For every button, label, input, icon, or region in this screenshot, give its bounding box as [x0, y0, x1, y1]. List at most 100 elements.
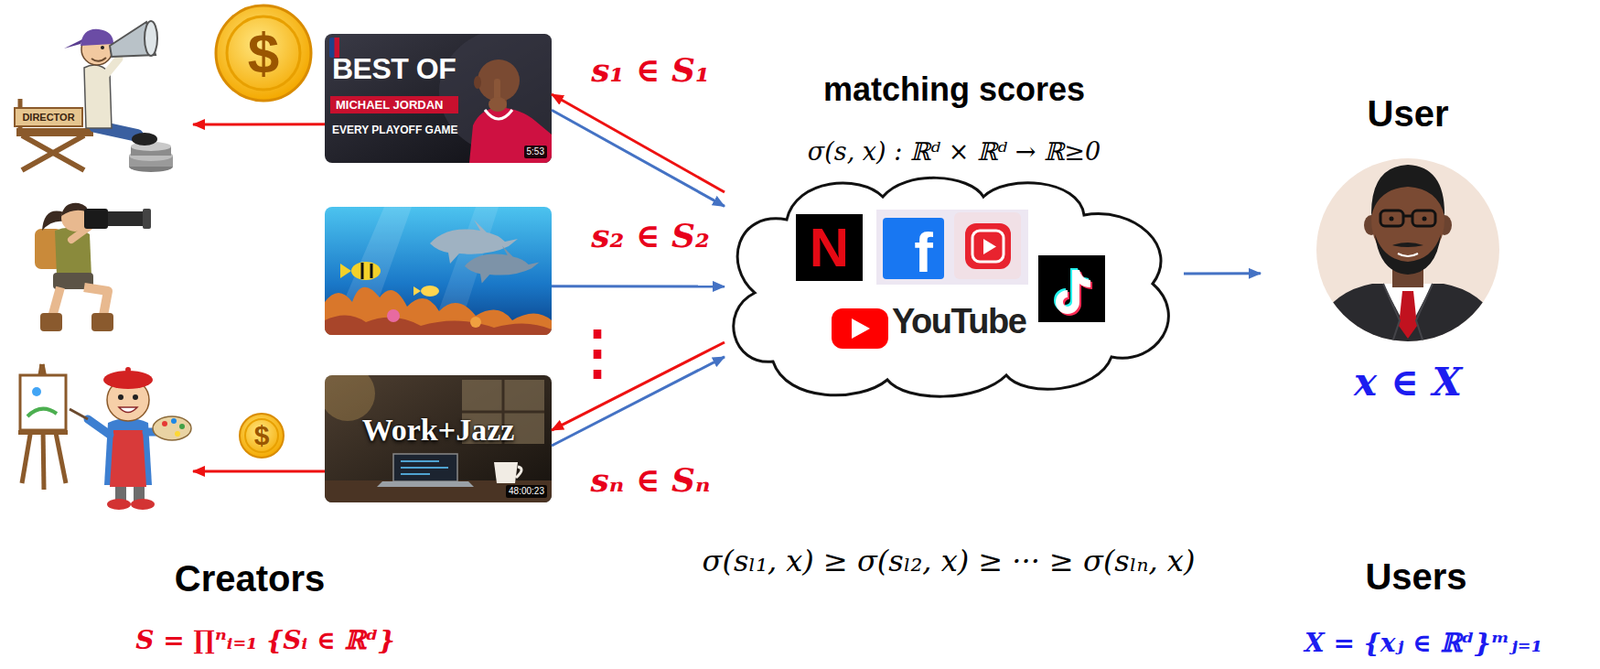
painter-illustration-part — [27, 408, 57, 417]
coin-icon — [215, 5, 312, 458]
strategy-label: s₂ ∈ S₂ — [590, 215, 710, 255]
painter-illustration-part — [118, 394, 124, 400]
red-arrow — [193, 469, 325, 473]
director-illustration-part — [16, 128, 94, 137]
painter-illustration-part — [152, 416, 192, 441]
user-avatar-part-part — [1383, 283, 1400, 348]
platform-cloud-picture-part — [972, 230, 1004, 262]
chair-lettering: DIRECTOR — [14, 107, 83, 127]
ocean-thumbnail-picture-part — [361, 262, 365, 280]
user-avatar — [1308, 158, 1508, 348]
user-heading: User — [1260, 92, 1556, 135]
ocean-thumbnail-picture-part — [370, 263, 374, 279]
painter-illustration-part — [171, 418, 177, 424]
painter-illustration-part — [32, 386, 42, 397]
video-thumbnail: BEST OF MICHAEL JORDAN EVERY PLAYOFF GAME 5… — [324, 33, 552, 163]
platform-cloud-picture-part — [733, 177, 1170, 397]
painter-illustration-part — [118, 407, 138, 413]
video-duration: 48:00:23 — [505, 484, 548, 498]
coin-icon-part — [226, 16, 301, 90]
creators-heading: Creators — [174, 557, 326, 600]
user-avatar-part-part — [1422, 216, 1428, 222]
ocean-thumbnail-picture-part — [324, 314, 552, 335]
coin-symbol: $ — [254, 420, 270, 451]
user-avatar-part-part — [1412, 210, 1436, 226]
basketball-thumbnail-picture-part — [477, 59, 520, 102]
platform-cloud-picture-part — [882, 217, 945, 280]
basketball-thumbnail-picture-part — [488, 96, 507, 112]
painter-illustration — [18, 364, 192, 510]
facebook-logo-letter: f — [882, 217, 945, 280]
ocean-thumbnail-picture-part — [413, 286, 421, 296]
user-avatar-part-part — [1389, 216, 1395, 222]
coin-symbol: $ — [247, 22, 280, 84]
painter-illustration-part — [103, 370, 153, 389]
basketball-thumbnail-picture-part — [469, 107, 552, 163]
video-duration: 5:53 — [524, 145, 548, 159]
thumbnail-title: Work+Jazz — [324, 411, 552, 449]
platform-cloud-picture-part — [983, 238, 997, 255]
creator-painter — [15, 352, 194, 516]
youtube-wordmark: YouTube — [891, 300, 1048, 342]
thumbnail-subtitle: EVERY PLAYOFF GAME — [332, 123, 470, 138]
coin-icon-part — [239, 413, 284, 458]
score-formula: σ(s, x) : ℝᵈ × ℝᵈ → ℝ≥0 — [724, 136, 1184, 168]
painter-illustration-part — [179, 423, 185, 430]
platform-cloud-picture-part — [831, 308, 889, 349]
strategy-label: s₁ ∈ S₁ — [590, 50, 710, 89]
ocean-thumbnail-picture-part — [324, 287, 552, 335]
director-illustration-part — [80, 29, 114, 46]
painter-illustration-part — [20, 375, 66, 430]
platform-cloud-picture-part — [954, 212, 1021, 280]
platform-cloud-picture-part — [795, 214, 863, 281]
user-avatar-part-part — [1397, 253, 1418, 257]
creators-formula: S = ∏ⁿᵢ₌₁ {Sᵢ ∈ ℝᵈ} — [135, 624, 395, 656]
photographer-illustration-part — [84, 208, 108, 229]
director-illustration-part — [100, 45, 105, 50]
jazz-thumbnail-picture-part — [376, 481, 474, 487]
basketball-thumbnail-picture-part — [473, 75, 482, 89]
platform-cloud-picture-part — [965, 223, 1011, 269]
ocean-thumbnail-picture-part — [470, 316, 482, 328]
director-illustration-part — [131, 132, 158, 146]
user-avatar-part-part — [1416, 283, 1433, 348]
photographer-illustration-part — [91, 312, 114, 332]
user-avatar-part-part — [1374, 234, 1441, 275]
video-thumbnail — [324, 206, 552, 335]
netflix-logo-letter: N — [795, 214, 863, 281]
platform-cloud-picture-part — [1055, 269, 1091, 314]
coin-icon-part — [215, 5, 312, 101]
user-avatar-part-part — [1380, 210, 1404, 226]
ocean-thumbnail-picture-part — [420, 285, 440, 297]
ocean-thumbnail-picture — [324, 206, 552, 335]
painter-illustration-part — [125, 366, 131, 373]
red-arrow — [551, 94, 725, 193]
jazz-thumbnail-picture-part — [400, 472, 430, 475]
coin-icon-part — [245, 418, 279, 452]
painter-illustration-part — [130, 498, 155, 510]
painter-illustration-part — [87, 418, 110, 435]
ranking-formula: σ(sₗ₁, x) ≥ σ(sₗ₂, x) ≥ ··· ≥ σ(sₗₙ, x) — [702, 543, 1196, 579]
platform-cloud: matching scoresσ(s, x) : ℝᵈ × ℝᵈ → ℝ≥0Nf… — [724, 178, 1184, 393]
ocean-thumbnail-picture-part — [351, 261, 381, 280]
user-avatar-part — [1308, 164, 1508, 348]
blue-arrow — [551, 284, 725, 288]
jazz-thumbnail-picture-part — [393, 453, 458, 482]
cloud-heading: matching scores — [724, 70, 1184, 109]
painter-illustration-part — [174, 430, 181, 437]
jazz-thumbnail-picture-part — [324, 480, 552, 503]
thumbnail-title: BEST OF — [332, 52, 470, 86]
painter-illustration-part — [132, 394, 139, 400]
jazz-thumbnail-picture-part — [400, 460, 440, 462]
user-avatar-part-part — [1392, 242, 1424, 247]
platform-cloud-picture-part — [876, 209, 1029, 285]
platform-cloud-picture-part — [1038, 255, 1106, 323]
platform-cloud-picture — [733, 177, 1170, 397]
users-heading: Users — [1364, 555, 1467, 598]
jazz-thumbnail-picture — [324, 375, 552, 503]
photographer-illustration-part — [40, 312, 63, 332]
connector-group — [193, 94, 1261, 472]
thumbnail-banner: MICHAEL JORDAN — [330, 96, 459, 114]
photographer-illustration-part — [42, 211, 65, 231]
